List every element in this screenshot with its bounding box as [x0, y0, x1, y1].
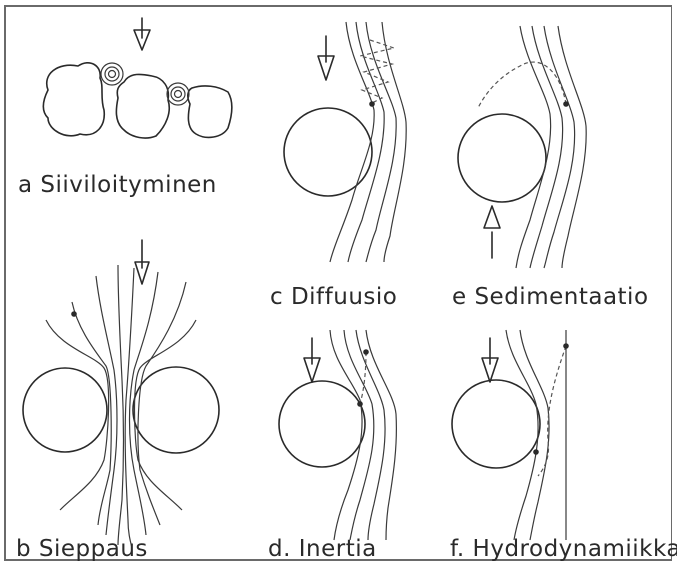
panel-b-streamlines — [46, 265, 196, 548]
panel-f-particle-contact — [533, 449, 539, 455]
panel-b-particle — [71, 311, 77, 317]
panel-f-flow-arrow — [482, 338, 498, 382]
panel-f-drawing — [452, 330, 569, 540]
panel-c-drawing — [284, 22, 406, 262]
panel-e-particle — [563, 101, 569, 107]
panel-f-label: f. Hydrodynamiikka — [450, 536, 677, 562]
panel-a-trapped-particle-1 — [101, 63, 123, 85]
panel-c-particle — [369, 101, 375, 107]
panel-d-particle-start — [363, 349, 369, 355]
panel-f-collector — [452, 380, 540, 468]
panel-e-drawing — [458, 26, 586, 268]
panel-d-particle-trajectory — [360, 352, 366, 404]
panel-a-label: a Siiviloityminen — [18, 172, 217, 198]
panel-e-label: e Sedimentaatio — [452, 284, 649, 310]
panel-c-collector — [284, 108, 372, 196]
panel-a-grain-middle — [116, 74, 169, 138]
panel-d-particle-impact — [357, 401, 363, 407]
panel-b-collector-left — [23, 368, 107, 452]
panel-b-drawing — [23, 240, 219, 548]
panel-c-flow-arrow — [318, 36, 334, 80]
panel-b-label: b Sieppaus — [16, 536, 148, 562]
panel-f-particle-start — [563, 343, 569, 349]
panel-a-flow-arrow — [134, 18, 150, 50]
panel-b-collector-right — [133, 367, 219, 453]
panel-f-particle-trajectory — [538, 346, 566, 476]
panel-b-flow-arrow — [135, 240, 149, 284]
panel-e-streamlines — [516, 26, 586, 268]
panel-c-brownian-path — [360, 40, 394, 104]
panel-c-streamlines — [330, 22, 406, 262]
panel-a-drawing — [43, 18, 231, 138]
panel-d-collector — [279, 381, 365, 467]
panel-e-gravity-arrow — [484, 206, 500, 258]
panel-c-label: c Diffuusio — [270, 284, 397, 310]
panel-d-label: d. Inertia — [268, 536, 377, 562]
panel-a-grain-left — [43, 63, 104, 136]
panel-a-trapped-particle-2 — [167, 83, 189, 105]
panel-f-streamlines — [506, 330, 566, 540]
panel-a-grain-right — [188, 86, 232, 137]
panel-e-particle-trajectory — [478, 62, 566, 108]
panel-d-drawing — [279, 330, 396, 540]
panel-d-flow-arrow — [304, 338, 320, 382]
panel-e-collector — [458, 114, 546, 202]
